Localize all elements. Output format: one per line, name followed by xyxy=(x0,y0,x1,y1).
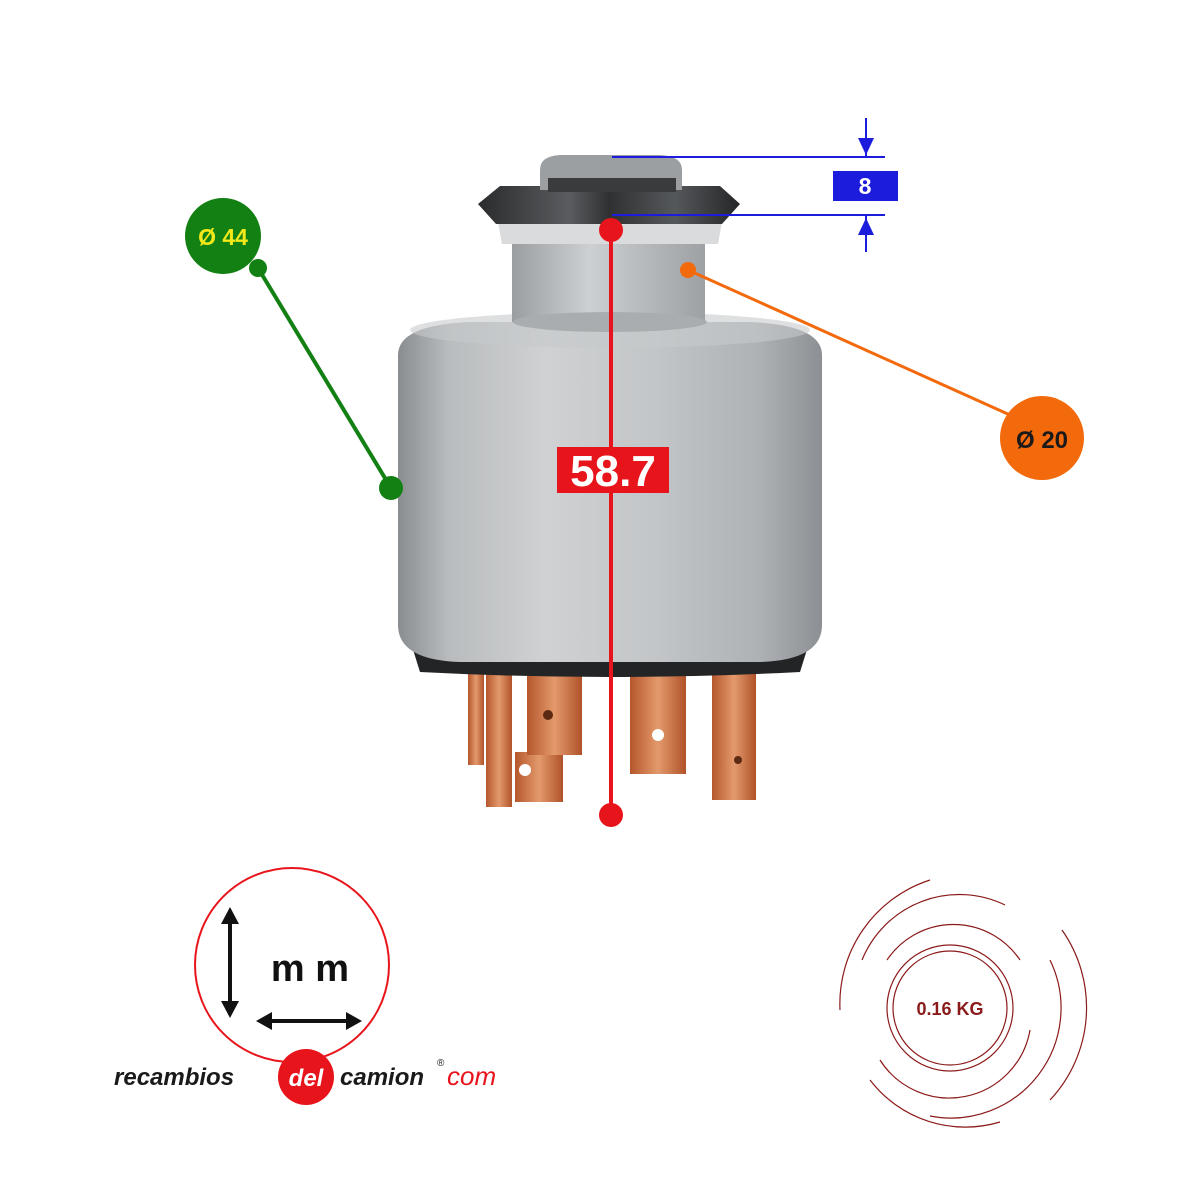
neck-diameter-dimension: Ø 20 xyxy=(680,262,1084,480)
neck-diameter-badge xyxy=(1000,396,1084,480)
brand-part-com: com xyxy=(447,1061,496,1091)
weight-label: 0.16 KG xyxy=(916,999,983,1019)
nut-height-label: 8 xyxy=(859,173,872,199)
brand-registered: ® xyxy=(437,1058,445,1069)
total-height-label-box xyxy=(557,447,669,493)
nut-height-label-box xyxy=(833,171,898,201)
weight-rings-icon xyxy=(839,879,1088,1128)
dimension-arrows-icon xyxy=(221,907,362,1030)
units-badge: m m xyxy=(194,867,390,1063)
total-height-label: 58.7 xyxy=(570,447,656,496)
outer-diameter-dimension: Ø 44 xyxy=(185,198,403,500)
brand-part-del: del xyxy=(289,1065,325,1092)
brand-part-camion: camion xyxy=(340,1064,424,1091)
brand-part-recambios: recambios xyxy=(114,1064,234,1091)
outer-diameter-badge xyxy=(185,198,261,274)
total-height-dimension: 58.7 xyxy=(557,218,669,827)
units-label: m m xyxy=(271,948,349,990)
terminals xyxy=(468,660,756,807)
brand-logo: recambios del camion ® com xyxy=(114,1049,496,1105)
weight-badge: 0.16 KG xyxy=(839,879,1088,1128)
nut-height-dimension: 8 xyxy=(612,118,898,252)
neck-diameter-label: Ø 20 xyxy=(1016,427,1068,454)
outer-diameter-label: Ø 44 xyxy=(198,224,248,250)
